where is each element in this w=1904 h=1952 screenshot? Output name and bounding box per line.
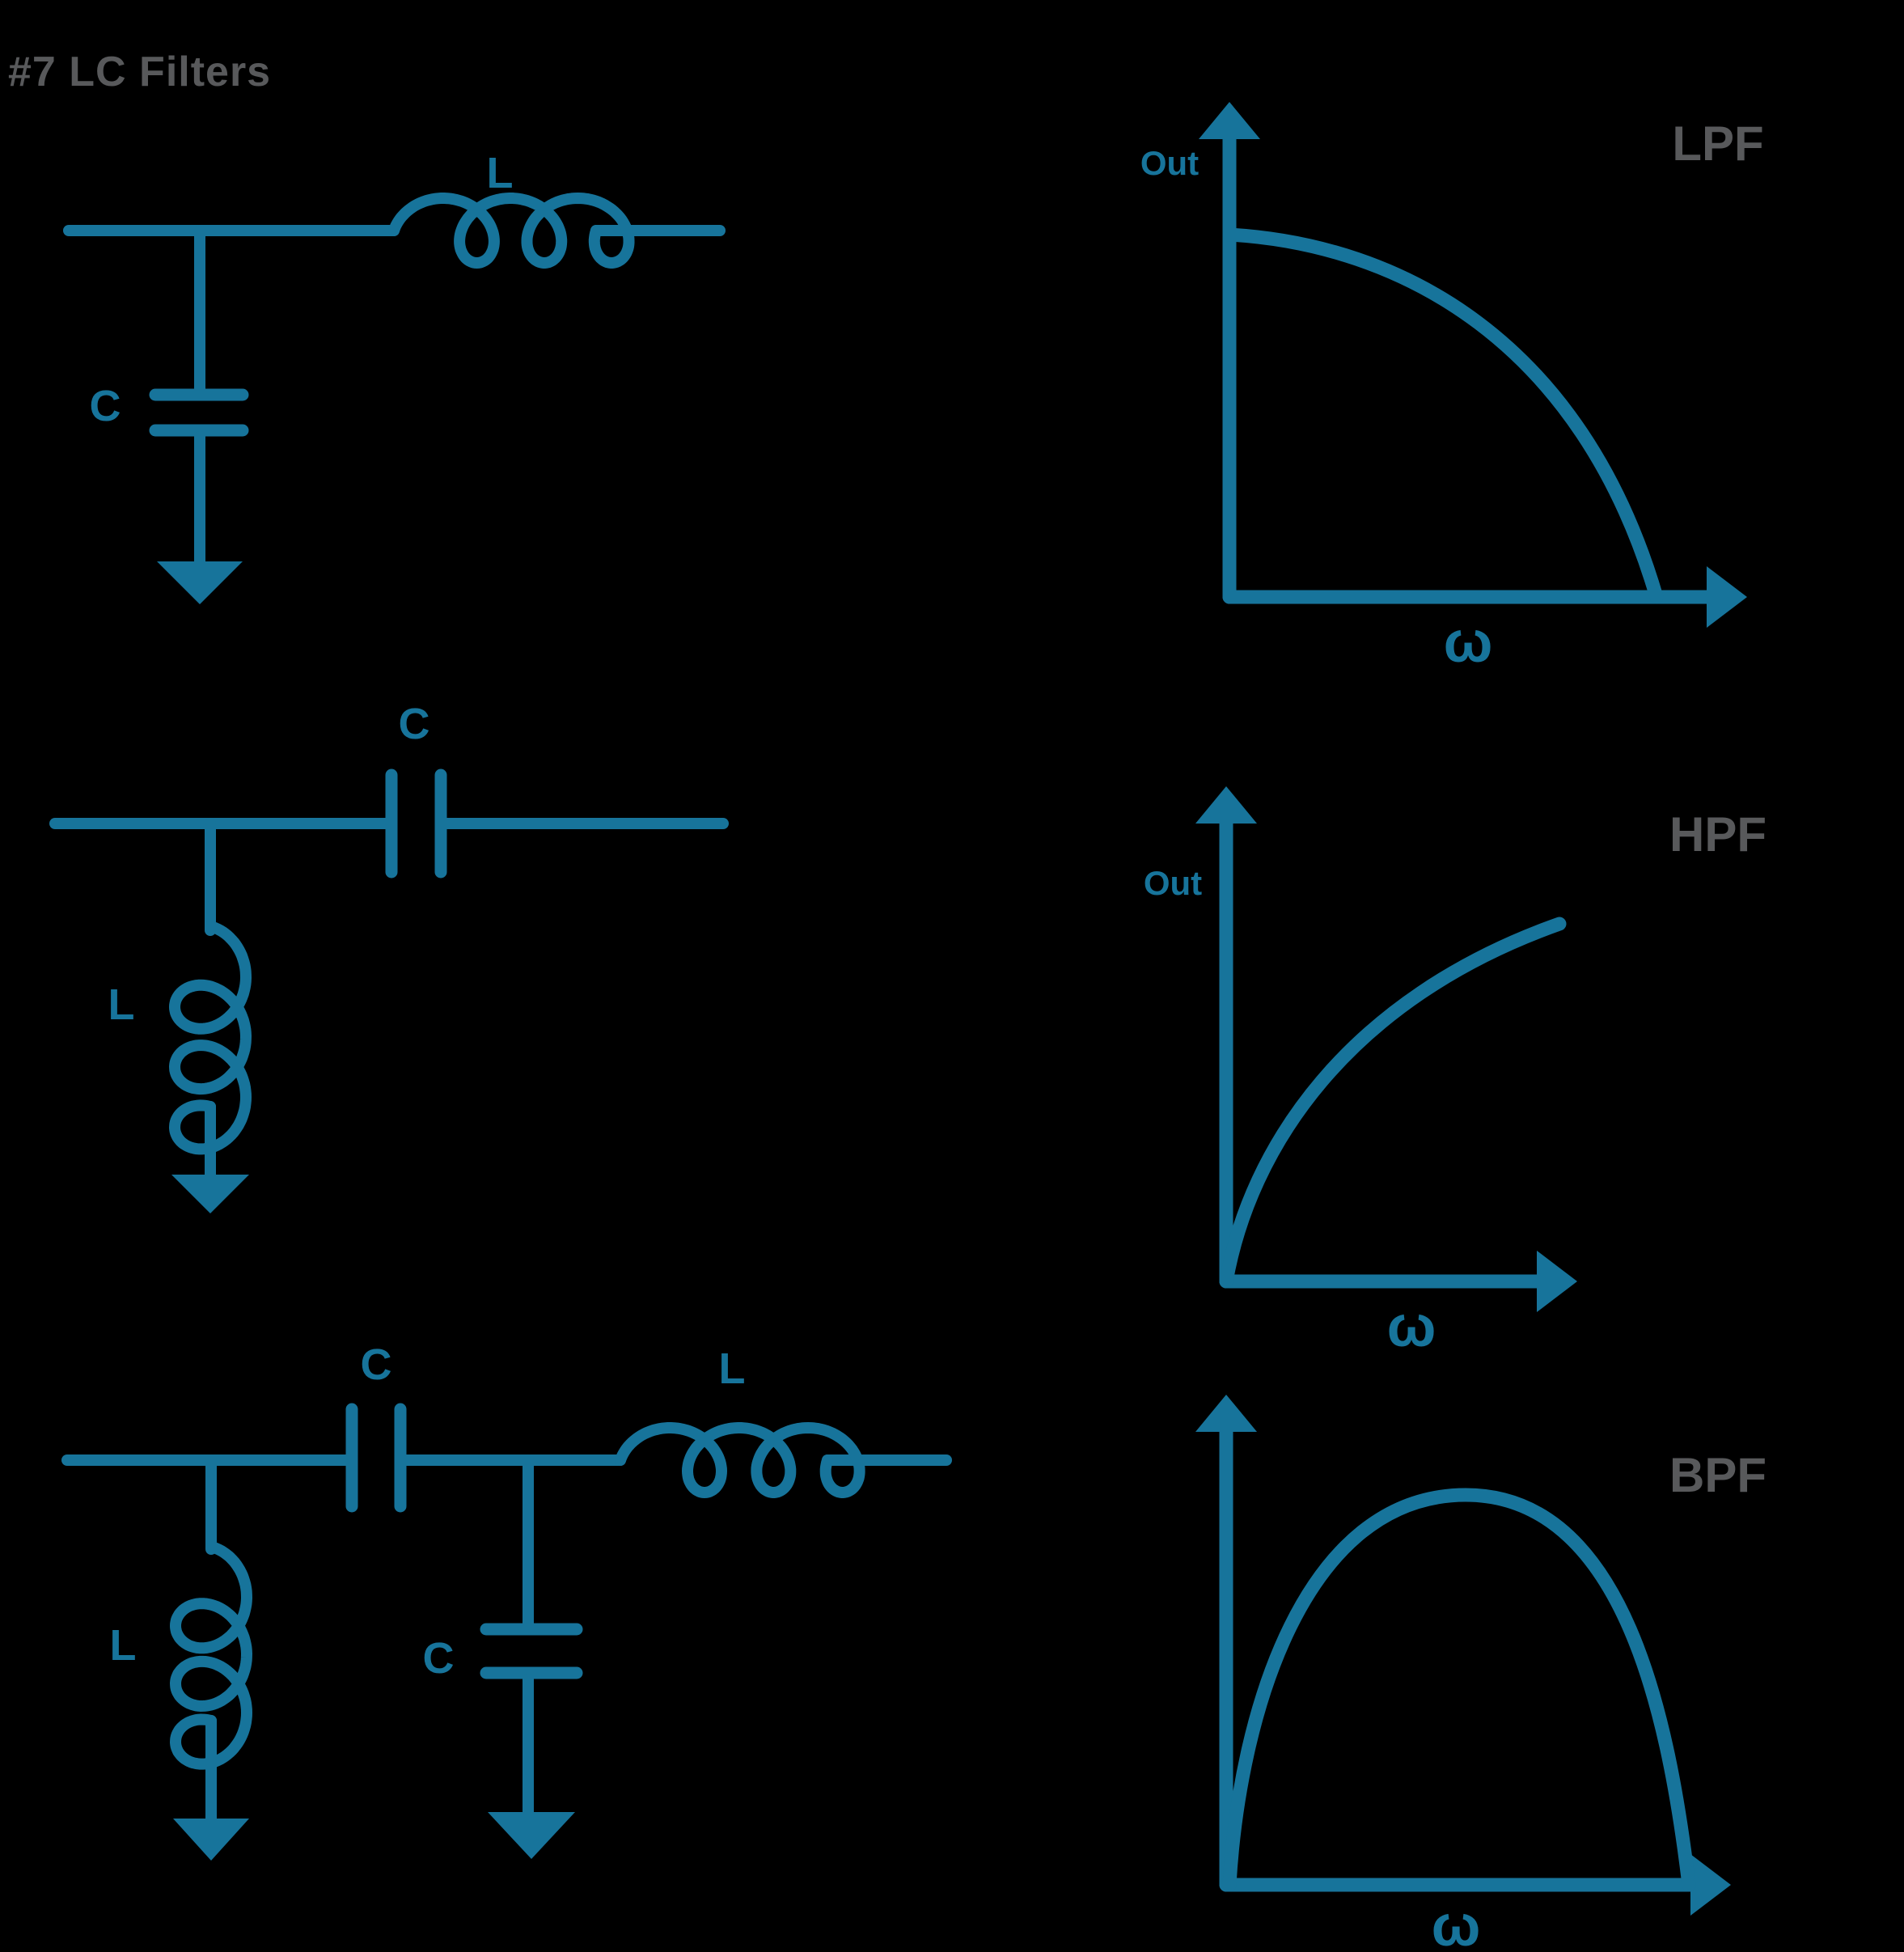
lpf-graph: Out ω LPF — [1140, 102, 1764, 675]
bpf-title: BPF — [1669, 1448, 1766, 1502]
axis-arrow-right-icon — [1690, 1854, 1731, 1916]
axis-arrow-right-icon — [1537, 1251, 1577, 1312]
lpf-shunt-capacitor-label: C — [90, 382, 121, 430]
axis-arrow-up-icon — [1199, 102, 1260, 139]
bpf-shunt-inductor-label: L — [110, 1621, 137, 1670]
axis-arrow-up-icon — [1195, 1395, 1257, 1432]
hpf-title: HPF — [1669, 807, 1766, 862]
lpf-response-curve — [1222, 227, 1664, 604]
series-inductor-icon — [615, 1422, 865, 1498]
series-inductor-icon — [388, 193, 635, 269]
hpf-y-axis-label: Out — [1144, 864, 1202, 902]
ground-arrow-icon — [488, 1812, 575, 1859]
ground-arrow-icon — [173, 1819, 249, 1861]
bpf-x-axis-label: ω — [1432, 1894, 1481, 1952]
hpf-shunt-inductor-label: L — [108, 980, 135, 1029]
bpf-graph: ω BPF — [1195, 1395, 1766, 1952]
hpf-circuit: C L — [49, 700, 729, 1213]
lpf-x-axis-label: ω — [1444, 610, 1493, 675]
hpf-series-capacitor-label: C — [399, 700, 430, 748]
lpf-series-inductor-label: L — [487, 149, 514, 197]
hpf-x-axis-label: ω — [1387, 1294, 1436, 1359]
bpf-series-capacitor-label: C — [361, 1340, 392, 1389]
axis-arrow-up-icon — [1195, 786, 1257, 824]
lpf-y-axis-label: Out — [1140, 144, 1199, 182]
page-title: #7 LC Filters — [8, 49, 271, 95]
axis-arrow-right-icon — [1707, 566, 1747, 628]
hpf-response-curve — [1219, 917, 1567, 1289]
lpf-title: LPF — [1672, 116, 1763, 171]
ground-arrow-icon — [157, 561, 243, 604]
bpf-series-inductor-label: L — [719, 1344, 746, 1393]
hpf-graph: Out ω HPF — [1144, 786, 1766, 1359]
bpf-circuit: C L L C — [61, 1340, 952, 1861]
lpf-circuit: L C — [63, 149, 726, 604]
bpf-response-curve — [1222, 1488, 1696, 1892]
bpf-shunt-capacitor-label: C — [423, 1634, 455, 1683]
ground-arrow-icon — [171, 1175, 249, 1213]
